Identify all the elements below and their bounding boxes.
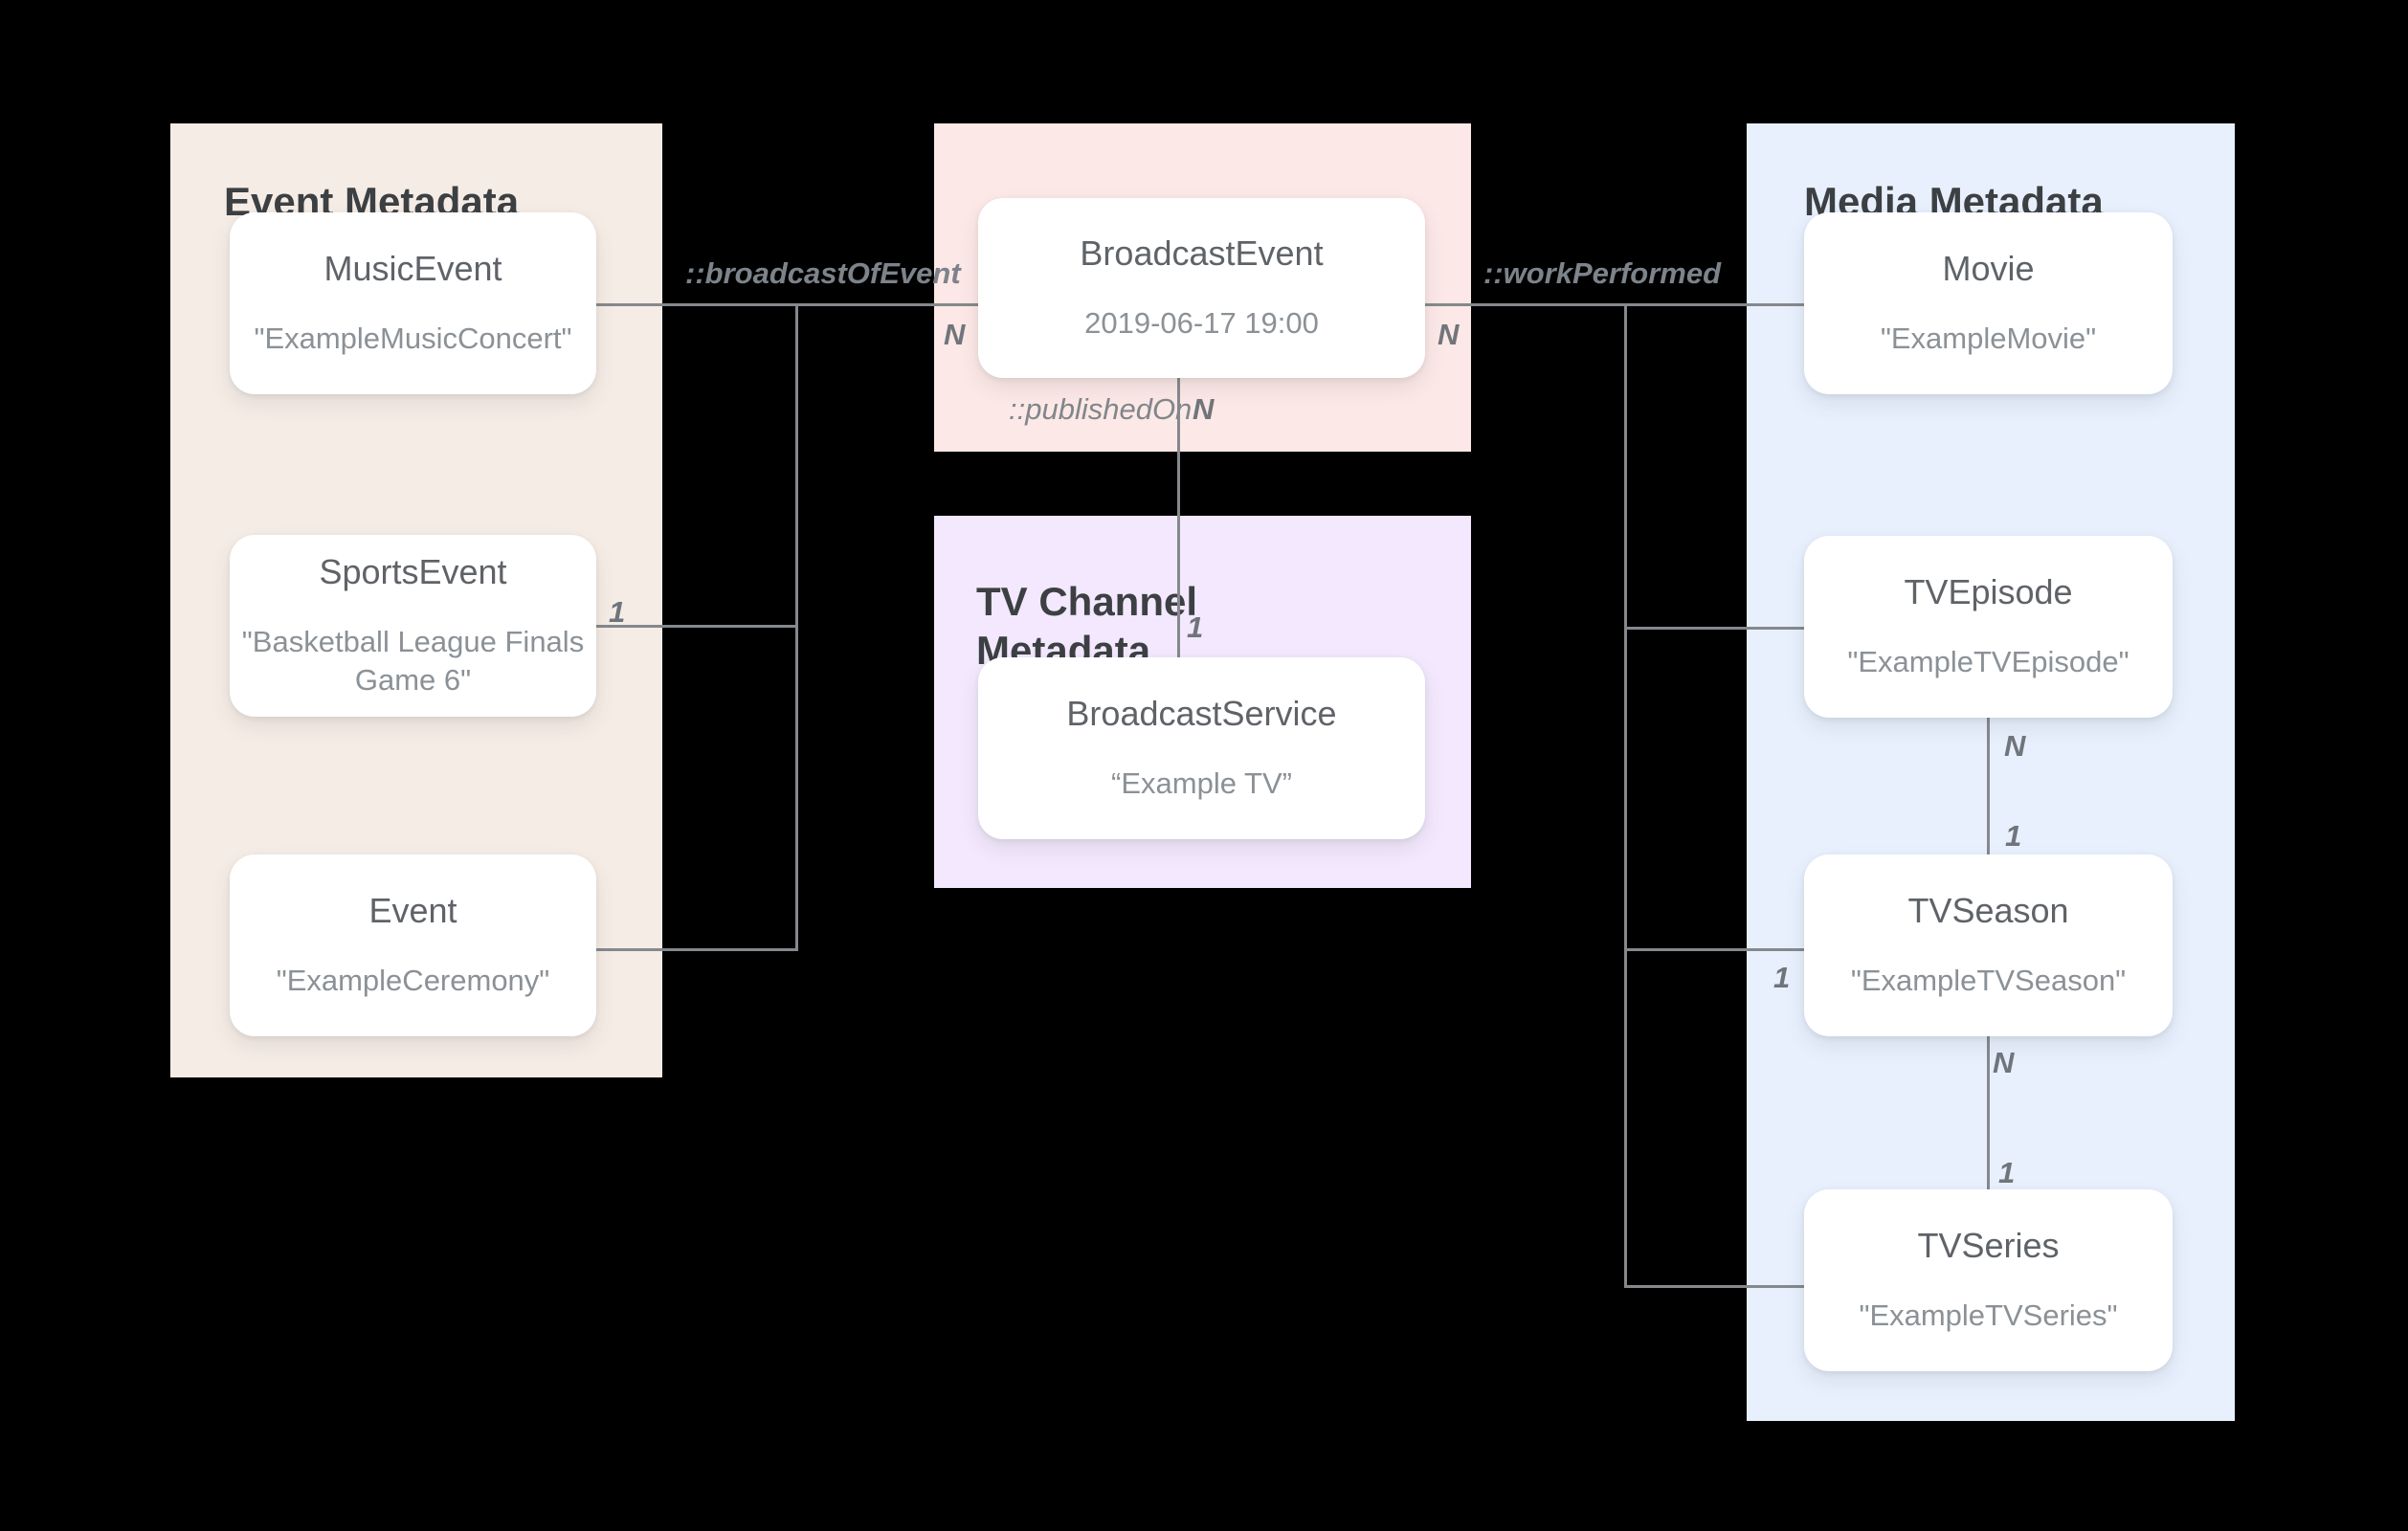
node-tvepisode-type: TVEpisode [1904, 571, 2073, 611]
node-tvseason-type: TVSeason [1907, 890, 2069, 930]
node-broadcastevent: BroadcastEvent 2019-06-17 19:00 [978, 198, 1425, 378]
connector-media-bus-vertical [1624, 303, 1627, 1288]
node-sportsevent-example: "Basketball League Finals Game 6" [241, 624, 585, 697]
cardinality-episode-season-1: 1 [2005, 819, 2022, 853]
relation-label-workperformed: ::workPerformed [1483, 256, 1722, 290]
node-movie-type: Movie [1942, 248, 2035, 288]
node-broadcastevent-example: 2019-06-17 19:00 [1084, 305, 1319, 340]
node-tvseason-example: "ExampleTVSeason" [1850, 963, 2127, 997]
node-movie: Movie "ExampleMovie" [1804, 212, 2173, 394]
cardinality-sportsevent-1: 1 [609, 595, 626, 629]
connector-tvepisode-to-tvseason [1987, 718, 1990, 854]
node-event: Event "ExampleCeremony" [230, 854, 596, 1036]
node-musicevent-type: MusicEvent [323, 248, 502, 288]
connector-tvseason-branch [1624, 948, 1804, 951]
node-tvepisode: TVEpisode "ExampleTVEpisode" [1804, 536, 2173, 718]
connector-tvseries-branch [1624, 1285, 1804, 1288]
node-broadcastevent-type: BroadcastEvent [1080, 233, 1324, 273]
relation-label-broadcastofevent: ::broadcastOfEvent [685, 256, 961, 290]
node-event-type: Event [368, 890, 457, 930]
connector-event-branch [596, 948, 798, 951]
node-broadcastservice: BroadcastService “Example TV” [978, 657, 1425, 839]
node-sportsevent-type: SportsEvent [319, 551, 507, 591]
node-musicevent: MusicEvent "ExampleMusicConcert" [230, 212, 596, 394]
node-broadcastservice-type: BroadcastService [1066, 693, 1337, 733]
node-tvseries-type: TVSeries [1917, 1225, 2060, 1265]
node-tvseason: TVSeason "ExampleTVSeason" [1804, 854, 2173, 1036]
node-movie-example: "ExampleMovie" [1880, 321, 2097, 355]
node-tvseries: TVSeries "ExampleTVSeries" [1804, 1189, 2173, 1371]
connector-events-to-broadcastevent [596, 303, 978, 306]
connector-tvseason-to-tvseries [1987, 1036, 1990, 1189]
cardinality-publishedon-1: 1 [1187, 610, 1204, 644]
node-sportsevent: SportsEvent "Basketball League Finals Ga… [230, 535, 596, 717]
connector-tvepisode-branch [1624, 627, 1804, 630]
node-tvseries-example: "ExampleTVSeries" [1859, 1298, 2118, 1332]
node-event-example: "ExampleCeremony" [276, 963, 550, 997]
cardinality-workperformed-tvseason-1: 1 [1773, 961, 1791, 994]
connector-sportsevent-branch [596, 625, 798, 628]
cardinality-season-series-n: N [1993, 1046, 2015, 1079]
connector-broadcastevent-to-media [1425, 303, 1804, 306]
node-broadcastservice-example: “Example TV” [1111, 766, 1292, 800]
node-musicevent-example: "ExampleMusicConcert" [254, 321, 572, 355]
relation-label-publishedon: ::publishedOn [1009, 392, 1193, 426]
cardinality-episode-season-n: N [2004, 729, 2026, 763]
cardinality-broadcastofevent-n: N [944, 318, 966, 351]
connector-publishedon [1177, 378, 1180, 658]
cardinality-season-series-1: 1 [1998, 1156, 2016, 1189]
cardinality-workperformed-n: N [1438, 318, 1460, 351]
cardinality-publishedon-n: N [1193, 392, 1215, 426]
node-tvepisode-example: "ExampleTVEpisode" [1847, 644, 2129, 678]
